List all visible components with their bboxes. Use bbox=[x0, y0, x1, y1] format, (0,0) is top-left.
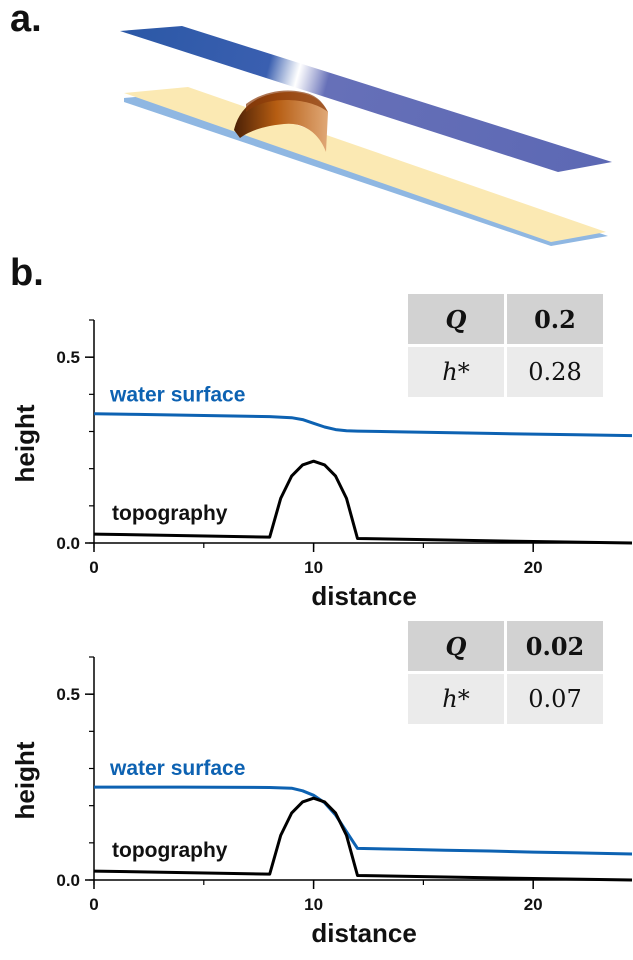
y-axis-title: height bbox=[10, 741, 40, 819]
table-bottom-h-label: h* bbox=[408, 674, 504, 724]
x-tick-label: 10 bbox=[304, 895, 323, 914]
y-axis-title: height bbox=[10, 404, 40, 482]
x-tick-label: 10 bbox=[304, 558, 323, 577]
table-bottom-h-value: 0.07 bbox=[507, 674, 603, 724]
y-tick-label: 0.0 bbox=[56, 871, 80, 890]
x-axis-title: distance bbox=[311, 581, 417, 611]
series-label-water-surface: water surface bbox=[109, 757, 245, 780]
x-axis-title: distance bbox=[311, 918, 417, 948]
y-tick-label: 0.5 bbox=[56, 685, 80, 704]
table-top-h-label: h* bbox=[408, 347, 504, 397]
chart-bottom: 0.0 0.5 0 10 20 distance height water surface to… bbox=[0, 637, 633, 955]
x-tick-label: 0 bbox=[89, 558, 98, 577]
series-line-topography bbox=[93, 459, 633, 545]
series-label-topography: topography bbox=[112, 502, 228, 525]
base-plane bbox=[124, 87, 606, 242]
table-bottom-q-label: Q bbox=[408, 621, 504, 671]
water-surface-plane bbox=[120, 26, 612, 172]
topography-bump bbox=[234, 92, 328, 152]
x-tick-label: 20 bbox=[524, 558, 543, 577]
channel-illustration bbox=[120, 26, 612, 246]
param-table-bottom: Q 0.02 h* 0.07 bbox=[405, 618, 606, 727]
x-tick-label: 0 bbox=[89, 895, 98, 914]
y-tick-label: 0.0 bbox=[56, 534, 80, 553]
x-tick-label: 20 bbox=[524, 895, 543, 914]
series-label-topography: topography bbox=[112, 839, 228, 862]
table-bottom-q-value: 0.02 bbox=[507, 621, 603, 671]
topography-bump-top bbox=[246, 90, 328, 112]
series-line-topography bbox=[93, 796, 633, 882]
chart-top-svg: 0.0 0.5 0 10 20 distance height water surface to… bbox=[10, 319, 633, 611]
table-top-h-value: 0.28 bbox=[507, 347, 603, 397]
panel-a-label: a. bbox=[10, 0, 42, 40]
series-line-water-surface bbox=[93, 412, 633, 438]
table-top-q-value: 0.2 bbox=[507, 294, 603, 344]
table-top-q-label: Q bbox=[408, 294, 504, 344]
param-table-top: Q 0.2 h* 0.28 bbox=[405, 291, 606, 400]
y-tick-label: 0.5 bbox=[56, 348, 80, 367]
series-label-water-surface: water surface bbox=[109, 384, 245, 407]
chart-bottom-svg: 0.0 0.5 0 10 20 distance height water surface to… bbox=[10, 656, 633, 948]
panel-b-label: b. bbox=[10, 252, 44, 294]
chart-top: 0.0 0.5 0 10 20 distance height water surface to… bbox=[0, 300, 633, 618]
